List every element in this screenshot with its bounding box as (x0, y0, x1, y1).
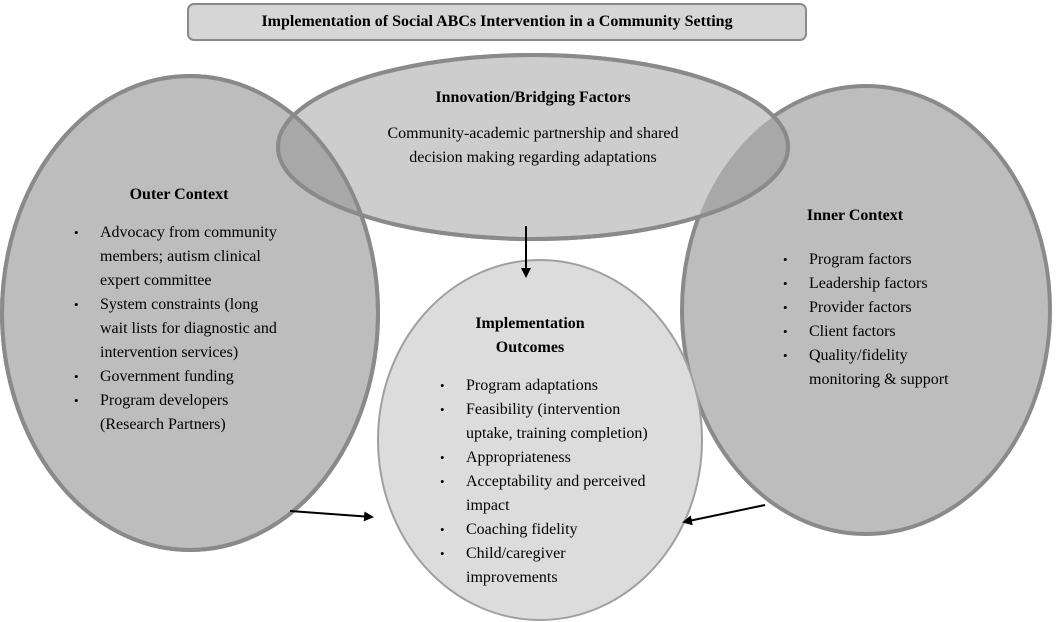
list-item: Child/caregiver improvements (432, 542, 682, 590)
list-item: Feasibility (intervention uptake, trainin… (432, 398, 682, 446)
list-item: System constraints (long wait lists for d… (66, 293, 326, 365)
list-item-line: Leadership factors (809, 275, 928, 292)
list-item-line: Feasibility (intervention (466, 401, 621, 418)
list-item-line: Provider factors (809, 299, 912, 316)
list-item: Government funding (66, 365, 326, 389)
list-item: Advocacy from community members; autism c… (66, 221, 326, 293)
bridging-text-line-1: Community-academic partnership and share… (387, 125, 679, 142)
list-item-line: (Research Partners) (100, 416, 226, 433)
list-item: Program developers (Research Partners) (66, 389, 326, 437)
list-item: Provider factors (775, 296, 995, 320)
list-item-line: System constraints (long (100, 296, 259, 313)
list-item: Appropriateness (432, 446, 682, 470)
list-item: Leadership factors (775, 272, 995, 296)
list-item-line: Coaching fidelity (466, 521, 578, 538)
list-item: Coaching fidelity (432, 518, 682, 542)
list-item-line: impact (466, 497, 510, 514)
diagram-title: Implementation of Social ABCs Interventi… (261, 13, 733, 30)
inner-context-text-block: Inner Context Program factorsLeadership … (775, 204, 995, 392)
outer-context-text-block: Outer Context Advocacy from community mem… (66, 183, 326, 437)
outer-context-heading: Outer Context (129, 186, 229, 203)
outcomes-heading-line-2: Outcomes (495, 339, 565, 356)
list-item-line: monitoring & support (809, 371, 949, 388)
list-item-line: expert committee (100, 272, 212, 289)
list-item-line: Child/caregiver (466, 545, 566, 562)
diagram-title-box: Implementation of Social ABCs Interventi… (187, 3, 807, 41)
list-item-line: Program developers (100, 392, 229, 409)
list-item-line: Appropriateness (466, 449, 571, 466)
list-item-line: Acceptability and perceived (466, 473, 646, 490)
outcomes-heading-line-1: Implementation (475, 315, 585, 332)
inner-context-list: Program factorsLeadership factorsProvide… (775, 248, 995, 392)
inner-context-heading: Inner Context (806, 207, 904, 224)
arrow-outer-to-outcomes (289, 510, 374, 522)
bridging-text-line-2: decision making regarding adaptations (409, 149, 657, 166)
outcomes-list: Program adaptationsFeasibility (interven… (432, 374, 682, 590)
list-item: Program adaptations (432, 374, 682, 398)
list-item: Quality/fidelity monitoring & support (775, 344, 995, 392)
list-item-line: Advocacy from community (100, 224, 277, 241)
bridging-heading: Innovation/Bridging Factors (435, 89, 631, 106)
outcomes-text-block: Implementation Outcomes Program adaptati… (432, 312, 682, 590)
list-item-line: Quality/fidelity (809, 347, 908, 364)
list-item-line: wait lists for diagnostic and (100, 320, 277, 337)
list-item-line: Program adaptations (466, 377, 598, 394)
list-item-line: Program factors (809, 251, 912, 268)
list-item-line: intervention services) (100, 344, 239, 361)
list-item-line: Client factors (809, 323, 896, 340)
arrow-inner-to-outcomes (682, 504, 766, 526)
bridging-text-block: Innovation/Bridging Factors Community-ac… (330, 86, 736, 170)
list-item: Acceptability and perceived impact (432, 470, 682, 518)
list-item: Client factors (775, 320, 995, 344)
outer-context-list: Advocacy from community members; autism c… (66, 221, 326, 437)
list-item: Program factors (775, 248, 995, 272)
list-item-line: members; autism clinical (100, 248, 261, 265)
list-item-line: improvements (466, 569, 558, 586)
list-item-line: uptake, training completion) (466, 425, 648, 442)
list-item-line: Government funding (100, 368, 234, 385)
